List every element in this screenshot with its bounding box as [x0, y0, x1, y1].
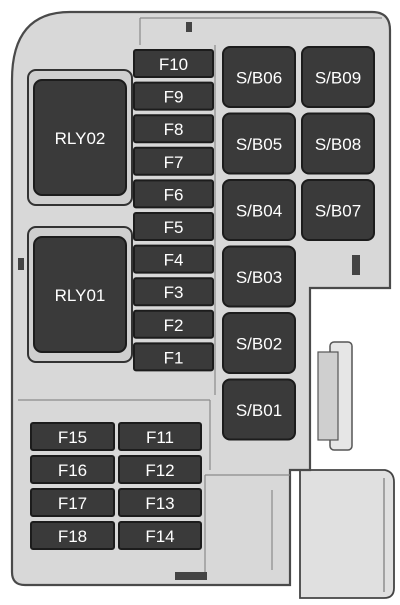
relay-rly01: RLY01: [33, 236, 127, 353]
fuse-sb07-body: [301, 179, 375, 241]
fuse-f15: F15: [30, 422, 115, 451]
fuse-f10-label: F10: [159, 55, 188, 74]
fuse-sb07-label: S/B07: [315, 202, 361, 221]
fuse-f8-body: [133, 114, 214, 144]
fuse-sb02-body: [222, 312, 296, 374]
fuse-f4: F4: [133, 244, 214, 274]
fuse-f9-body: [133, 81, 214, 111]
fuse-f7: F7: [133, 146, 214, 176]
fuse-sb04-body: [222, 179, 296, 241]
fuse-f18-label: F18: [58, 527, 87, 546]
fuse-f10-body: [133, 49, 214, 78]
fuse-sb03: S/B03: [222, 245, 296, 308]
relay-rly01-label: RLY01: [55, 286, 106, 305]
fuse-f18-body: [30, 521, 115, 550]
fuse-sb06-label: S/B06: [236, 69, 282, 88]
fuse-f11-body: [118, 422, 202, 451]
fuse-f14-label: F14: [145, 527, 174, 546]
fuse-f3: F3: [133, 277, 214, 307]
fuse-sb04-label: S/B04: [236, 202, 282, 221]
fuse-f2-label: F2: [164, 316, 184, 335]
fuse-f16-label: F16: [58, 461, 87, 480]
fuse-f5-label: F5: [164, 218, 184, 237]
fuse-sb05: S/B05: [222, 112, 296, 175]
fuse-sb08: S/B08: [301, 112, 375, 175]
fuse-f17-body: [30, 488, 115, 517]
fuse-f9: F9: [133, 81, 214, 111]
fuse-f14-body: [118, 521, 202, 550]
fuse-f8: F8: [133, 114, 214, 144]
side-connector: [299, 341, 395, 599]
fuse-f7-label: F7: [164, 153, 184, 172]
relay-rly02-body: [33, 79, 127, 196]
fuse-f8-label: F8: [164, 120, 184, 139]
housing-detail-lines: [18, 17, 382, 575]
fuse-sb05-label: S/B05: [236, 135, 282, 154]
fuse-sb08-label: S/B08: [315, 135, 361, 154]
fuse-f13: F13: [118, 488, 202, 517]
fuse-f18: F18: [30, 521, 115, 550]
fuse-f13-body: [118, 488, 202, 517]
relay-rly01-body: [33, 236, 127, 353]
fuse-sb08-body: [301, 112, 375, 175]
relay-rly02: RLY02: [33, 79, 127, 196]
fuse-f1: F1: [133, 342, 214, 372]
fuse-sb02-label: S/B02: [236, 335, 282, 354]
fuse-sb01-label: S/B01: [236, 401, 282, 420]
relay-rly02-label: RLY02: [55, 129, 106, 148]
fuse-f5-body: [133, 212, 214, 241]
fuse-f16: F16: [30, 455, 115, 484]
fuse-sb05-body: [222, 112, 296, 175]
fuse-f12-body: [118, 455, 202, 484]
fuse-sb06-body: [222, 46, 296, 108]
fuse-sb09-body: [301, 46, 375, 108]
fuse-sb03-label: S/B03: [236, 268, 282, 287]
fuse-sb02: S/B02: [222, 312, 296, 374]
fuse-f1-body: [133, 342, 214, 372]
fuse-f7-body: [133, 146, 214, 176]
fuse-f11: F11: [118, 422, 202, 451]
fuse-f17-label: F17: [58, 494, 87, 513]
fuse-sb09-label: S/B09: [315, 69, 361, 88]
fuse-f12: F12: [118, 455, 202, 484]
fuse-f5: F5: [133, 212, 214, 241]
fuse-f4-body: [133, 244, 214, 274]
fuse-f12-label: F12: [145, 461, 174, 480]
fuse-f4-label: F4: [164, 251, 184, 270]
fuse-sb06: S/B06: [222, 46, 296, 108]
fuse-f13-label: F13: [145, 494, 174, 513]
fuse-f3-body: [133, 277, 214, 307]
fuse-f9-label: F9: [164, 88, 184, 107]
fuse-f17: F17: [30, 488, 115, 517]
fuse-f14: F14: [118, 521, 202, 550]
fuse-sb09: S/B09: [301, 46, 375, 108]
fuse-f3-label: F3: [164, 283, 184, 302]
fuse-sb07: S/B07: [301, 179, 375, 241]
fuse-f11-label: F11: [146, 428, 174, 447]
fuse-f2: F2: [133, 309, 214, 339]
fuse-f10: F10: [133, 49, 214, 78]
fuse-sb03-body: [222, 245, 296, 308]
fuse-sb01-body: [222, 378, 296, 441]
fuse-f1-label: F1: [164, 348, 184, 367]
fuse-f6-label: F6: [164, 185, 184, 204]
fuse-f6: F6: [133, 179, 214, 209]
fuse-f15-label: F15: [58, 428, 87, 447]
fuse-f16-body: [30, 455, 115, 484]
fuse-f15-body: [30, 422, 115, 451]
fuse-f2-body: [133, 309, 214, 339]
fuse-sb04: S/B04: [222, 179, 296, 241]
fuse-sb01: S/B01: [222, 378, 296, 441]
fuse-f6-body: [133, 179, 214, 209]
